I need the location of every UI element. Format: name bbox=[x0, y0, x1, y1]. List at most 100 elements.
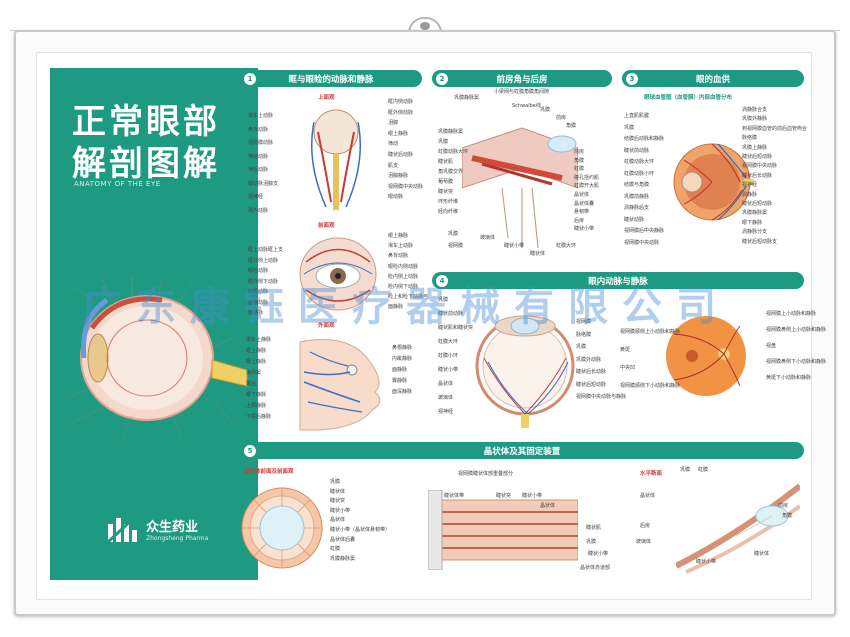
anatomy-label: 眼上静脉 bbox=[246, 359, 267, 365]
anatomy-label: 视盘 bbox=[766, 343, 777, 349]
anatomy-label: 眼睑内侧动脉 bbox=[388, 263, 419, 270]
anatomy-label: 眼睑动脉 bbox=[248, 289, 269, 295]
anatomy-label: 后房 bbox=[574, 217, 585, 224]
anatomy-label: 视神经 bbox=[248, 194, 264, 200]
anatomy-label: 睫状肌 bbox=[438, 159, 454, 165]
anatomy-label: 睫状前动脉 bbox=[438, 311, 464, 317]
anatomy-label: 视网膜中央动脉 bbox=[624, 239, 660, 246]
anatomy-label: 虹膜动脉大环 bbox=[624, 159, 655, 165]
ciliary-body-detail-illustration bbox=[428, 490, 578, 570]
anatomy-label: 翼静脉 bbox=[392, 378, 408, 384]
poster-title-line1: 正常眼部 bbox=[72, 102, 220, 142]
anatomy-label: 睫状后动脉 bbox=[388, 152, 414, 158]
anatomy-label: 滑车上动脉 bbox=[388, 243, 414, 250]
sec3-header-note: 眼球血管图（血管膜）内部血管分布 bbox=[644, 95, 733, 101]
anatomy-label: 巩膜 bbox=[540, 107, 551, 113]
brand-logo-icon bbox=[106, 514, 138, 544]
anatomy-label: 上直肌肌腱 bbox=[624, 113, 650, 119]
anatomy-label: 虹膜开大肌 bbox=[574, 183, 600, 190]
brand-name: 众生药业 bbox=[146, 520, 199, 535]
anatomy-label: 睫状小带 bbox=[696, 559, 717, 565]
eye-internal-vessels-illustration bbox=[475, 315, 575, 428]
anatomy-label: 前房 bbox=[778, 503, 789, 509]
anatomy-label: 虹膜小环 bbox=[438, 353, 459, 359]
section-4-header: 4 眼内动脉与静脉 bbox=[432, 272, 804, 289]
anatomy-label: 视网膜颞侧下小动脉和静脉 bbox=[620, 383, 681, 389]
anatomy-label: 视神经 bbox=[742, 182, 758, 189]
anatomy-label: 虹膜 bbox=[574, 166, 585, 173]
anatomy-label: 眶外侧上动脉 bbox=[248, 257, 279, 264]
anatomy-label: 瞳孔括约肌 bbox=[574, 174, 600, 181]
anatomy-label: 鼻背动脉 bbox=[388, 253, 409, 260]
anatomy-label: 鼻背动脉 bbox=[248, 126, 269, 133]
anatomy-label: 巩膜静脉窦 bbox=[742, 210, 768, 217]
anatomy-label: 视网膜睫状体部重叠部分 bbox=[458, 471, 514, 477]
section-2-title: 前房角与后房 bbox=[496, 74, 548, 85]
anatomy-label: 晶状体 bbox=[640, 493, 656, 499]
anatomy-label: 睫状小带 bbox=[574, 226, 595, 233]
anatomy-label: 筛动 bbox=[388, 141, 399, 148]
anatomy-label: 巩膜上静脉 bbox=[742, 144, 768, 151]
face-side-view-illustration bbox=[299, 339, 381, 431]
sec1-view-top: 上面观 bbox=[318, 95, 335, 101]
anatomy-label: 巩膜 bbox=[624, 124, 635, 131]
anatomy-label: 晶状体赤道部 bbox=[580, 565, 611, 571]
anatomy-label: 视网膜 bbox=[576, 319, 592, 325]
section-3-header: 3 眼的血供 bbox=[622, 70, 804, 87]
anatomy-label: 巩膜静脉窦 bbox=[454, 95, 480, 101]
anatomy-label: 泪腺静脉 bbox=[388, 173, 409, 180]
poster-title-line2: 解剖图解 bbox=[72, 144, 220, 184]
lens-front-view-illustration bbox=[241, 487, 323, 569]
anatomy-label: 滑车上静脉 bbox=[246, 337, 272, 343]
anatomy-label: 筛前动脉 bbox=[248, 153, 269, 160]
anatomy-label: 睫状体带 bbox=[444, 493, 465, 499]
anatomy-label: 虹膜动脉小环 bbox=[624, 170, 655, 177]
anatomy-label: 睫状小带 bbox=[504, 243, 525, 249]
anatomy-label: 后房 bbox=[640, 523, 651, 529]
anatomy-label: 黄斑 bbox=[620, 347, 631, 353]
anatomy-label: Schwalbe线 bbox=[512, 103, 541, 109]
anatomy-label: 涡静脉分支 bbox=[742, 229, 768, 236]
anatomy-label: 面深静脉 bbox=[392, 389, 413, 395]
anatomy-label: 巩膜静脉窦 bbox=[330, 555, 356, 562]
anatomy-label: 巩膜 bbox=[680, 467, 691, 473]
anatomy-label: 睫状肌 bbox=[586, 525, 602, 531]
anatomy-label: 视网膜动脉 bbox=[248, 140, 274, 146]
anatomy-label: 眶上静脉 bbox=[246, 348, 267, 354]
section-2-header: 2 前房角与后房 bbox=[432, 70, 612, 87]
sec5-view2: 水平断面 bbox=[640, 471, 663, 477]
anatomy-label: 睫状体 bbox=[754, 551, 770, 557]
anatomy-label: 眼动脉 bbox=[388, 194, 404, 201]
orbit-top-view-illustration bbox=[310, 109, 362, 210]
anatomy-label: 巩膜 bbox=[448, 231, 459, 237]
anatomy-label: 肌支 bbox=[388, 162, 399, 169]
anatomy-label: 睫状突 bbox=[330, 498, 346, 505]
anatomy-label: 角膜 bbox=[574, 157, 585, 164]
anatomy-label: 眼下静脉 bbox=[742, 219, 763, 226]
anatomy-label: 巩膜外动脉 bbox=[576, 356, 602, 363]
anatomy-label: 环形纤维 bbox=[438, 199, 459, 205]
section-1-title: 眶与眼睑的动脉和静脉 bbox=[288, 74, 374, 85]
section-3-number: 3 bbox=[626, 72, 638, 85]
anatomy-label: 鼻根静脉 bbox=[392, 345, 413, 351]
anatomy-label: 睫状体 bbox=[530, 251, 546, 257]
brand: 众生药业 Zhongsheng Pharma bbox=[106, 514, 208, 544]
anatomy-label: 睫状前动脉 bbox=[624, 147, 650, 154]
anatomy-label: 面静脉 bbox=[388, 304, 404, 311]
anatomy-label: 玻璃体 bbox=[438, 395, 454, 401]
anatomy-label: 海绵窦 bbox=[246, 370, 262, 376]
hanger-hole bbox=[420, 22, 430, 30]
anatomy-label: 巩膜外静脉 bbox=[742, 116, 768, 123]
anatomy-label: 内眦静脉 bbox=[392, 356, 413, 362]
anatomy-label: 视网膜鼻侧上小动脉和静脉 bbox=[766, 327, 827, 333]
anatomy-label: 眶上动脉眶上支 bbox=[248, 247, 284, 253]
anatomy-label: 面动脉 bbox=[248, 310, 264, 316]
anatomy-label: 视网膜中央动脉 bbox=[388, 183, 424, 190]
section-1-number: 1 bbox=[244, 72, 256, 85]
section-5-number: 5 bbox=[244, 444, 256, 457]
anatomy-label: 脉络膜 bbox=[742, 135, 758, 142]
anatomy-label: 面静脉 bbox=[392, 367, 408, 373]
orbit-front-view-illustration bbox=[299, 237, 377, 311]
anatomy-label: 晶状体 bbox=[540, 503, 556, 509]
anatomy-label: 角膜 bbox=[566, 123, 577, 129]
